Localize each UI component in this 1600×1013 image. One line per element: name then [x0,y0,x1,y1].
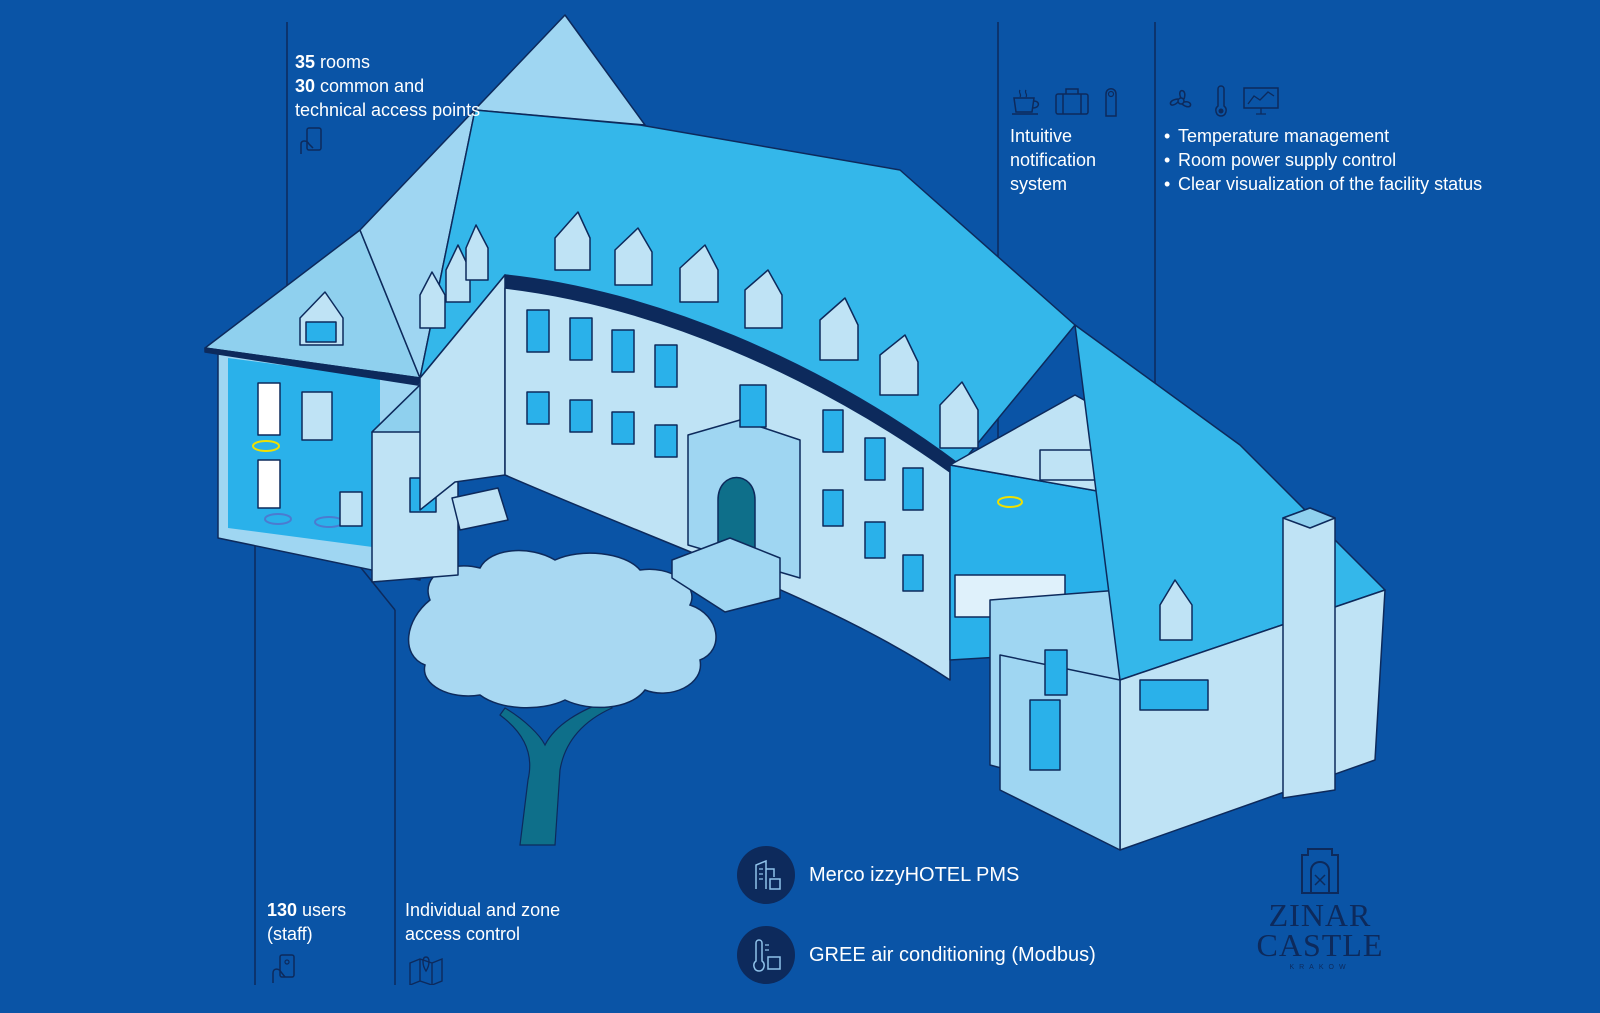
notification-callout: Intuitive notification system [1010,124,1096,196]
users-label: users [297,900,347,920]
monitor-icon [1243,87,1279,115]
zone-access-callout: Individual and zone access control [405,898,560,946]
main-facade [419,211,979,681]
logo-city: KRAKOW [1289,964,1351,971]
coffee-cup-icon [1012,89,1040,115]
rooms-label: rooms [315,52,371,72]
legend-pms: Merco izzyHOTEL PMS [737,846,1019,904]
suitcase-icon [1055,88,1089,115]
zone-line-1: Individual and zone [405,900,561,920]
users-label-2: (staff) [267,924,313,944]
castle-gate-icon [1301,848,1339,894]
zone-line-2: access control [405,924,521,944]
notification-line-1: Intuitive [1010,126,1073,146]
access-points-count: 30 [295,76,316,96]
zinar-castle-logo: ZINAR CASTLE KRAKOW [1250,845,1390,971]
feature-visualization: Clear visualization of the facility stat… [1162,172,1482,196]
feature-temperature: Temperature management [1162,124,1482,148]
left-wing [204,14,646,583]
right-wing [949,324,1386,851]
map-pin-icon [409,956,443,985]
door-hanger-icon [1105,88,1117,117]
rooms-callout: 35 rooms 30 common and technical access … [295,50,480,122]
legend-ac: GREE air conditioning (Modbus) [737,926,1096,984]
access-points-label: common and [315,76,425,96]
access-card-icon [300,127,322,154]
users-callout: 130 users (staff) [267,898,346,946]
users-count: 130 [267,900,298,920]
thermometer-puzzle-icon [737,926,795,984]
thermometer-icon [1215,85,1227,117]
hand-card-icon [272,954,295,983]
notification-line-3: system [1010,174,1068,194]
building-puzzle-icon [737,846,795,904]
fan-icon [1169,89,1192,108]
legend-pms-label: Merco izzyHOTEL PMS [809,863,1020,886]
rooms-count: 35 [295,52,316,72]
feature-power: Room power supply control [1162,148,1482,172]
notification-line-2: notification [1010,150,1097,170]
logo-line-2: CASTLE [1256,927,1384,963]
features-list: Temperature management Room power supply… [1162,124,1482,196]
logo-line-1: ZINAR [1268,897,1372,933]
access-points-label-2: technical access points [295,100,481,120]
legend-ac-label: GREE air conditioning (Modbus) [809,943,1096,966]
courtyard-tree [408,549,717,846]
